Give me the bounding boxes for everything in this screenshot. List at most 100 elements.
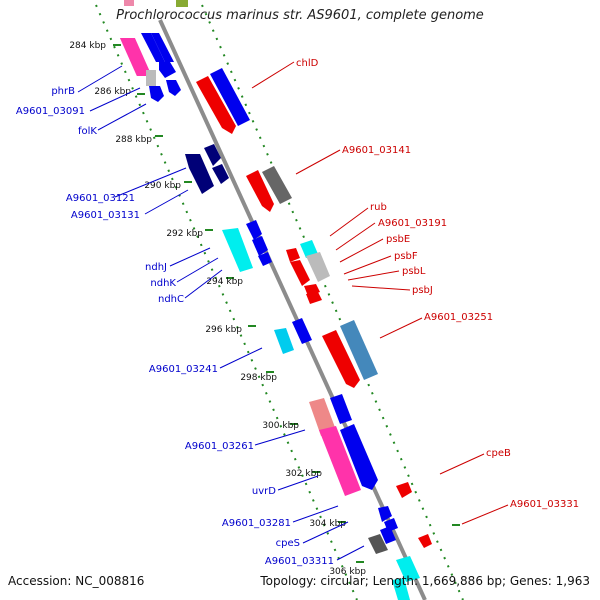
gene-block xyxy=(246,170,274,212)
gene-label: psbE xyxy=(386,234,410,245)
leader-line xyxy=(144,189,189,215)
gene-block xyxy=(204,144,221,166)
gene-block xyxy=(306,292,322,304)
tick-labels: 284 kbp 286 kbp 288 kbp 290 kbp 292 kbp … xyxy=(69,41,366,577)
gene-label: phrB xyxy=(51,86,75,97)
gene-block xyxy=(378,506,392,522)
tick-label: 304 kbp xyxy=(309,519,346,529)
gene-block xyxy=(258,252,272,266)
leader-line xyxy=(295,149,341,175)
gene-block xyxy=(252,236,268,256)
leader-line xyxy=(343,255,392,275)
genome-backbone xyxy=(158,19,427,600)
gene-block xyxy=(210,68,250,126)
tick-label: 284 kbp xyxy=(69,41,106,51)
leader-line xyxy=(184,269,223,299)
leader-line xyxy=(335,222,376,251)
tick-label: 288 kbp xyxy=(115,135,152,145)
gene-label: psbF xyxy=(394,251,418,262)
leader-line xyxy=(379,317,423,339)
gene-block xyxy=(368,534,388,554)
leader-line xyxy=(114,167,187,198)
gene-block xyxy=(392,578,410,600)
tick-label: 290 kbp xyxy=(144,181,181,191)
gene-block xyxy=(306,252,330,282)
tick-label: 286 kbp xyxy=(94,87,131,97)
gene-label: ndhK xyxy=(150,278,176,289)
gene-label: chlD xyxy=(296,58,319,69)
gene-label: cpeB xyxy=(486,448,511,459)
forward-strand-features xyxy=(119,33,420,600)
gene-label: A9601_03311 xyxy=(265,556,334,567)
gene-block xyxy=(290,260,310,286)
leader-line xyxy=(176,257,219,283)
tick-label: 292 kbp xyxy=(166,229,203,239)
gene-label: A9601_03091 xyxy=(16,106,85,117)
gene-block xyxy=(149,86,164,102)
gene-label: uvrD xyxy=(252,486,276,497)
right-leader-lines xyxy=(251,61,509,525)
gene-block xyxy=(176,0,188,7)
leader-line xyxy=(292,505,339,523)
gene-block xyxy=(151,33,174,62)
leader-line xyxy=(251,61,295,89)
tick-label: 300 kbp xyxy=(262,421,299,431)
gene-block xyxy=(262,166,292,204)
right-gene-labels: chlD A9601_03141 rub A9601_03191 psbE ps… xyxy=(296,58,579,510)
gene-label: ndhC xyxy=(158,294,184,305)
gene-label: psbJ xyxy=(412,285,433,296)
left-gene-labels: phrB A9601_03091 folK A9601_03121 A9601_… xyxy=(16,86,334,567)
gene-block xyxy=(119,38,152,76)
gene-block xyxy=(309,398,336,436)
gene-label: folK xyxy=(78,126,97,137)
gene-block xyxy=(319,426,361,496)
gene-label: A9601_03141 xyxy=(342,145,411,156)
tick-label: 294 kbp xyxy=(206,277,243,287)
gene-label: ndhJ xyxy=(145,262,167,273)
gene-block xyxy=(141,33,165,62)
tick-marks xyxy=(113,44,460,563)
gene-block xyxy=(274,328,294,354)
leader-line xyxy=(329,207,369,237)
inner-dotted-ring xyxy=(95,4,358,600)
gene-label: psbL xyxy=(402,266,426,277)
gene-block xyxy=(396,482,412,498)
gene-label: A9601_03131 xyxy=(71,210,140,221)
gene-block xyxy=(212,164,229,184)
gene-label: A9601_03281 xyxy=(222,518,291,529)
gene-block xyxy=(159,62,176,78)
gene-block xyxy=(396,556,420,582)
gene-block xyxy=(196,76,236,134)
gene-block xyxy=(124,0,134,6)
leader-line xyxy=(439,453,485,475)
gene-label: A9601_03261 xyxy=(185,441,254,452)
gene-block xyxy=(292,318,312,344)
gene-block xyxy=(418,534,432,548)
gene-label: A9601_03191 xyxy=(378,218,447,229)
leader-line xyxy=(97,103,147,131)
gene-label: cpeS xyxy=(276,538,300,549)
gene-block xyxy=(380,526,396,544)
gene-block xyxy=(340,424,378,490)
gene-label: A9601_03331 xyxy=(510,499,579,510)
leader-line xyxy=(169,247,211,267)
gene-block xyxy=(286,248,300,262)
leader-line xyxy=(302,521,349,544)
leader-line xyxy=(219,347,263,369)
leader-line xyxy=(89,87,141,112)
left-leader-lines xyxy=(77,65,365,561)
leader-line xyxy=(336,545,365,561)
tick-label: 298 kbp xyxy=(240,373,277,383)
gene-block xyxy=(322,330,360,388)
leader-line xyxy=(347,270,400,281)
gene-block xyxy=(185,154,214,194)
leader-line xyxy=(254,429,306,446)
gene-block xyxy=(166,80,181,96)
map-title: Prochlorococcus marinus str. AS9601, com… xyxy=(116,8,484,23)
gene-label: A9601_03251 xyxy=(424,312,493,323)
gene-label: rub xyxy=(370,202,387,213)
gene-block xyxy=(246,220,262,240)
genome-summary-text: Topology: circular; Length: 1,669,886 bp… xyxy=(260,574,590,588)
leader-line xyxy=(351,285,411,291)
